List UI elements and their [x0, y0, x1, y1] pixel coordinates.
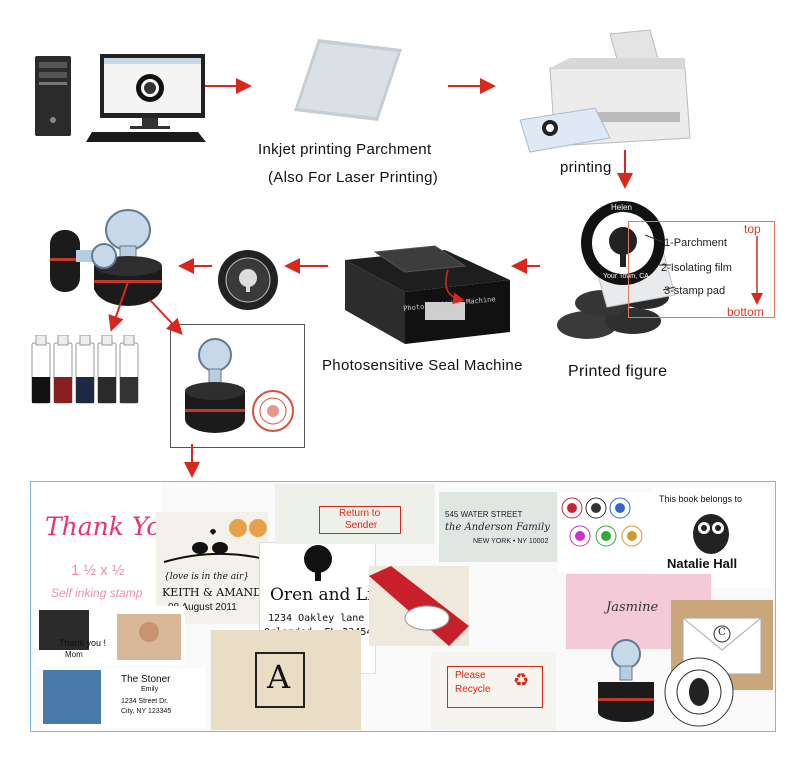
jasmine-text: Jasmine — [606, 600, 659, 615]
computer-icon — [35, 54, 206, 142]
book-belongs-text: This book belongs to — [659, 494, 743, 504]
printer-illustration — [510, 28, 695, 158]
oren-text: Oren and Liz — [270, 585, 376, 605]
self-inking-text: Self inking stamp — [51, 586, 143, 600]
cameo-seal-icon — [664, 657, 734, 727]
thank-you-text: Thank You! — [45, 512, 161, 541]
seal-imprint-small — [216, 248, 280, 312]
machine-label: Photosensitive Seal Machine — [322, 357, 523, 374]
sample-gift-ribbon — [369, 566, 469, 646]
baby-photos-icon — [39, 610, 181, 660]
sender-text: Sender — [345, 520, 378, 531]
inkjet-label-line2: (Also For Laser Printing) — [268, 169, 439, 186]
parchment-sheet-illustration — [290, 35, 405, 125]
recycle-text: Recycle — [455, 684, 491, 695]
samples-collage: Thank You! 1 ½ x ½ Self inking stamp {lo… — [30, 481, 776, 732]
computer-illustration — [30, 50, 210, 145]
mom-text: Mom — [65, 650, 83, 659]
sample-baby-photos: Thank you ! Mom — [35, 606, 185, 666]
monogram-letter: A — [267, 658, 291, 696]
arrow-stamp-to-ink — [108, 281, 129, 332]
natalie-text: Natalie Hall — [667, 556, 738, 571]
ribbon-icon — [369, 566, 469, 646]
date-text: 08 August 2011 — [168, 602, 237, 613]
stoner-address1: 1234 Street Dr. — [121, 698, 169, 705]
seal-ring-top: Helen — [611, 203, 632, 212]
printed-figure-illustration: Helen Your Town, CA — [545, 195, 785, 345]
stoner-address2: City, NY 123345 — [121, 708, 172, 715]
love-air-text: {love is in the air} — [164, 572, 250, 582]
arrow-stamp-to-box — [149, 299, 183, 335]
printed-figure-label: Printed figure — [568, 363, 668, 380]
sample-keith-amanda: {love is in the air} KEITH & AMANDA 08 A… — [156, 512, 268, 624]
layer2-label: 2-Isolating film — [661, 262, 732, 274]
oren-address1: 1234 Oakley lane — [268, 613, 365, 624]
sample-return-sender: Return to Sender — [275, 484, 435, 544]
arrow-into-machine — [445, 269, 465, 305]
stoner-text: The Stoner — [121, 674, 171, 685]
sample-circle-seal — [659, 652, 739, 730]
silhouette-stamps-icon — [561, 497, 643, 547]
anderson-text: the Anderson Family — [445, 522, 550, 533]
return-to-text: Return to — [339, 508, 381, 519]
sample-please-recycle: Please Recycle ♻ — [431, 652, 556, 730]
layer3-label: 3-stamp pad — [664, 285, 726, 297]
bottom-label: bottom — [727, 305, 764, 319]
sample-thank-you: Thank You! 1 ½ x ½ Self inking stamp — [31, 482, 161, 612]
sample-stamp-device — [586, 632, 666, 727]
stoner-name: Emily — [141, 686, 159, 693]
sample-silhouettes — [558, 492, 653, 572]
layer-order-frame — [628, 221, 775, 318]
sample-anderson: 545 WATER STREET the Anderson Family NEW… — [439, 492, 557, 562]
stamp-device-icon — [598, 639, 654, 722]
photosensitive-machine-illustration: Photosensitive Machine — [335, 240, 515, 350]
sample-monogram: A — [211, 630, 361, 730]
size-text: 1 ½ x ½ — [71, 562, 125, 579]
tree-icon — [304, 545, 332, 581]
layer1-label: 1-Parchment — [664, 237, 727, 249]
seal-stamp-illustration — [40, 200, 180, 320]
printing-label: printing — [560, 159, 612, 176]
seal-ring-bottom: Your Town, CA — [603, 273, 649, 280]
ink-bottles-illustration — [28, 334, 148, 407]
sample-stoner: The Stoner Emily 1234 Street Dr. City, N… — [41, 668, 206, 728]
c-letter: C — [718, 627, 726, 638]
ny-text: NEW YORK • NY 10002 — [473, 538, 549, 545]
birds-branch-icon — [163, 519, 267, 563]
inkjet-label-line1: Inkjet printing Parchment — [258, 141, 432, 158]
water-street-text: 545 WATER STREET — [445, 510, 523, 519]
owl-icon — [693, 514, 729, 554]
stamp-imprint-box — [170, 324, 305, 448]
thank-you-mom-text: Thank you ! — [59, 638, 107, 648]
keith-text: KEITH & AMANDA — [162, 586, 268, 599]
top-label: top — [744, 222, 761, 236]
sample-book-belongs: This book belongs to Natalie Hall — [653, 488, 771, 588]
please-text: Please — [455, 670, 486, 681]
recycle-icon: ♻ — [513, 670, 530, 690]
